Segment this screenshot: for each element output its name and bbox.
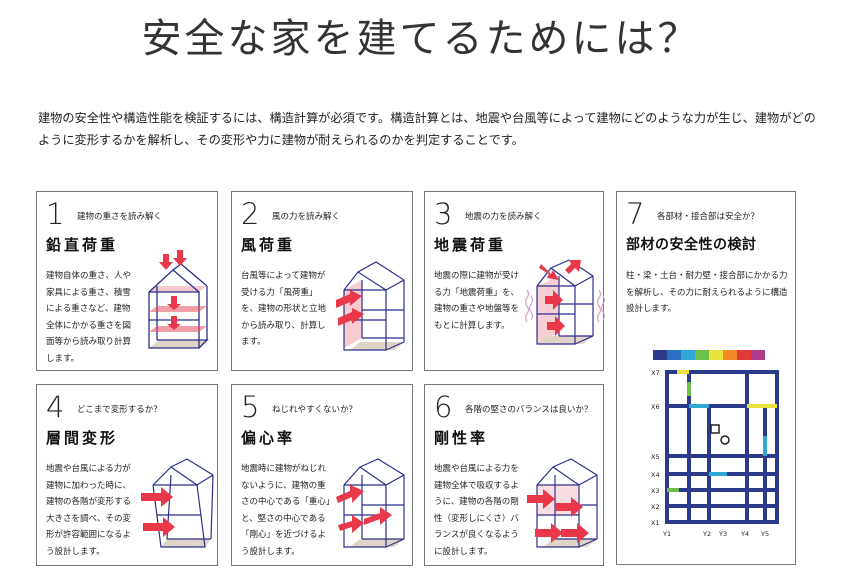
- card-seismic-load: 3 地震の力を読み解く 地震荷重 地震の際に建物が受ける力「地震荷重」を、建物の…: [424, 191, 606, 371]
- card-body: 地震時に建物がねじれないように、建物の重さの中心である「重心」と、堅さの中心であ…: [241, 464, 331, 557]
- card-heading: 偏心率: [241, 429, 296, 447]
- card-body: 台風等によって建物が受ける力「風荷重」を、建物の形状と立地から読み取り、計算しま…: [241, 271, 327, 347]
- card-number: 6: [434, 390, 453, 424]
- card-number: 4: [46, 390, 65, 424]
- color-scale-bar: [653, 350, 765, 360]
- axis-label-x5: X5: [651, 453, 660, 461]
- card-number: 5: [241, 390, 260, 424]
- house-vertical-load-illustration: [148, 250, 209, 349]
- card-heading: 風荷重: [241, 236, 296, 254]
- page-title: 安全な家を建てるためには？: [141, 16, 701, 62]
- card-subtitle: 各部材・接合部は安全か？: [657, 212, 760, 222]
- axis-label-x1: X1: [651, 519, 660, 527]
- card-heading: 鉛直荷重: [46, 236, 119, 254]
- card-number: 7: [626, 197, 645, 231]
- axis-label-y2: Y2: [702, 530, 711, 538]
- card-subtitle: 各階の堅さのバランスは良いか？: [465, 405, 593, 415]
- axis-label-x7: X7: [651, 369, 660, 377]
- card-heading: 層間変形: [46, 429, 119, 447]
- card-subtitle: 地震の力を読み解く: [465, 212, 542, 222]
- axis-label-x4: X4: [651, 471, 660, 479]
- card-number: 2: [241, 197, 260, 231]
- intro-text: 建物の安全性や構造性能を検証するには、構造計算が必須です。構造計算とは、地震や台…: [38, 111, 816, 147]
- axis-label-y1: Y1: [662, 530, 671, 538]
- card-subtitle: どこまで変形するか？: [77, 405, 162, 415]
- card-body: 柱・梁・土台・耐力壁・接合部にかかる力を解析し、その力に耐えられるように構造設計…: [626, 271, 788, 314]
- house-eccentricity-illustration: [336, 458, 405, 548]
- house-seismic-load-illustration: [524, 259, 606, 345]
- card-body: 地震の際に建物が受ける力「地震荷重」を、建物の重さや地盤等をもとに計算します。: [434, 271, 520, 331]
- card-number: 3: [434, 197, 453, 231]
- house-story-drift-illustration: [141, 458, 214, 548]
- card-subtitle: 建物の重さを読み解く: [77, 212, 163, 222]
- card-heading: 地震荷重: [434, 236, 507, 254]
- axis-label-x6: X6: [651, 403, 660, 411]
- card-heading: 部材の安全性の検討: [626, 237, 757, 253]
- card-story-drift: 4 どこまで変形するか？ 層間変形 地震や台風による力が建物に加わった時に、建物…: [36, 384, 218, 566]
- card-body: 地震や台風による力が建物に加わった時に、建物の各階が変形する大きさを調べ、その変…: [46, 464, 132, 557]
- card-subtitle: ねじれやすくないか？: [272, 405, 358, 415]
- axis-label-y4: Y4: [740, 530, 749, 538]
- card-member-safety: 7 各部材・接合部は安全か？ 部材の安全性の検討 柱・梁・土台・耐力壁・接合部に…: [616, 191, 796, 565]
- house-wind-load-illustration: [336, 261, 405, 351]
- axis-label-y3: Y3: [718, 530, 727, 538]
- card-body: 建物自体の重さ、人や家具による重さ、積雪による重さなど、建物全体にかかる重さを図…: [46, 271, 132, 364]
- axis-label-x2: X2: [651, 503, 660, 511]
- card-wind-load: 2 風の力を読み解く 風荷重 台風等によって建物が受ける力「風荷重」を、建物の形…: [231, 191, 413, 371]
- card-number: 1: [46, 197, 65, 231]
- card-heading: 剛性率: [434, 429, 489, 447]
- card-eccentricity: 5 ねじれやすくないか？ 偏心率 地震時に建物がねじれないように、建物の重さの中…: [231, 384, 413, 566]
- structural-plan-diagram: X7 X6 X5 X4 X3 X2 X1 Y1 Y2 Y3 Y4 Y5: [651, 350, 779, 538]
- axis-label-x3: X3: [651, 487, 660, 495]
- card-body: 地震や台風による力を建物全体で吸収するように、建物の各階の剛性（変形しにくさ）バ…: [434, 464, 520, 557]
- card-stiffness-ratio: 6 各階の堅さのバランスは良いか？ 剛性率 地震や台風による力を建物全体で吸収す…: [424, 384, 604, 566]
- card-subtitle: 風の力を読み解く: [272, 212, 341, 222]
- house-stiffness-illustration: [527, 458, 598, 548]
- axis-label-y5: Y5: [760, 530, 769, 538]
- card-vertical-load: 1 建物の重さを読み解く 鉛直荷重 建物自体の重さ、人や家具による重さ、積雪によ…: [36, 191, 218, 371]
- center-of-gravity-marker: [710, 424, 720, 434]
- center-of-rigidity-marker: [720, 435, 730, 445]
